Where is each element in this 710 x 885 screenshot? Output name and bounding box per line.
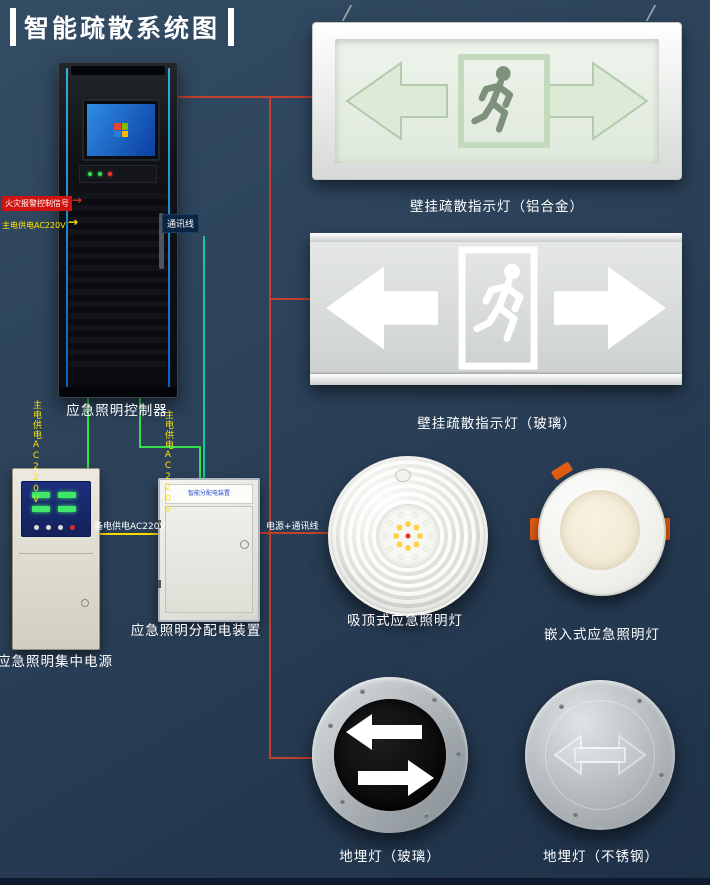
exit-glyphs-aluminum-icon <box>345 54 649 148</box>
ground-light-glass <box>312 677 468 833</box>
distribution-hinge <box>158 580 161 588</box>
screw-icon <box>328 723 333 728</box>
wire-green-to-psu <box>87 396 89 470</box>
double-arrow-icon <box>346 714 434 796</box>
sign-top-bar <box>310 233 682 242</box>
screw-icon <box>432 697 437 702</box>
windows-logo-icon <box>114 123 128 137</box>
cabinet-led-strip-left <box>66 68 68 392</box>
ground-light-steel <box>525 680 675 830</box>
psu-digit-bar <box>58 506 76 512</box>
wire-green-elbow-v <box>139 396 141 448</box>
wire-green-elbow-h <box>139 446 201 448</box>
status-led <box>88 172 92 176</box>
recessed-light <box>530 461 670 596</box>
psu-digit-bar <box>58 492 76 498</box>
psu-button <box>34 525 39 530</box>
screw-icon <box>456 751 461 756</box>
cabinet-control-panel <box>79 165 157 183</box>
screw-icon <box>340 799 345 804</box>
psu-button <box>46 525 51 530</box>
ceiling-light-sensor <box>395 469 411 482</box>
controller-cabinet <box>58 62 178 398</box>
exit-sign-glass-label: 壁挂疏散指示灯（玻璃） <box>417 416 577 432</box>
distribution-hinge <box>158 520 161 528</box>
arrow-right-icon: → <box>68 215 79 229</box>
status-led <box>98 172 102 176</box>
distribution-plate: 智能分配电装置 <box>165 484 253 504</box>
screw-icon <box>360 689 365 694</box>
wire-backup-power <box>98 533 160 535</box>
psu-display-panel <box>21 481 91 537</box>
cabinet-base <box>59 387 177 397</box>
led-array-icon <box>383 512 433 560</box>
central-power-box <box>12 468 100 650</box>
cabinet-door-handle <box>159 213 164 269</box>
exit-sign-aluminum-panel <box>335 39 659 163</box>
psu-button <box>58 525 63 530</box>
psu-door-groove <box>19 553 93 554</box>
hanging-hook-icon <box>635 5 657 21</box>
ground-light-steel-label: 地埋灯（不锈钢） <box>543 849 659 865</box>
wire-red-vertical-bus <box>269 96 271 759</box>
wire-red-to-ceiling-light <box>256 532 332 534</box>
backup-power-label: 备电供电AC220V <box>94 522 166 532</box>
central-power-label: 应急照明集中电源 <box>0 654 113 670</box>
psu-digit-bar <box>32 492 50 498</box>
comm-line-label: 通讯线 <box>162 214 200 233</box>
cabinet-monitor <box>82 99 160 161</box>
psu-lock <box>81 599 89 607</box>
psu-digit-bar <box>32 506 50 512</box>
ground-light-glass-lens <box>334 699 446 811</box>
monitor-screen <box>87 104 155 156</box>
exit-sign-aluminum-label: 壁挂疏散指示灯（铝合金） <box>410 199 584 215</box>
distribution-box: 智能分配电装置 <box>158 478 260 622</box>
ceiling-light-led-core <box>376 504 440 568</box>
main-power-label-left: 主电供电AC220V <box>2 221 66 230</box>
exit-sign-aluminum <box>312 22 682 180</box>
recessed-light-label: 嵌入式应急照明灯 <box>544 627 660 643</box>
distribution-lock <box>240 540 249 549</box>
screw-icon <box>424 813 429 818</box>
distribution-door <box>165 506 253 613</box>
cabinet-vents <box>69 193 167 369</box>
recessed-light-ring <box>538 468 666 596</box>
psu-button <box>70 525 75 530</box>
screw-icon <box>637 698 642 703</box>
ceiling-light <box>328 456 488 616</box>
sign-bottom-bar <box>310 374 682 385</box>
recessed-light-diffuser <box>560 490 640 570</box>
cabinet-top-vent <box>71 66 165 75</box>
ground-light-glass-label: 地埋灯（玻璃） <box>339 849 441 865</box>
power-comm-label: 电源+通讯线 <box>266 522 319 532</box>
wire-red-to-ground-light <box>269 757 318 759</box>
ceiling-light-label: 吸顶式应急照明灯 <box>347 613 463 629</box>
fire-alarm-signal-label: 火灾报警控制信号 <box>2 196 72 211</box>
wire-comm-vertical <box>203 236 205 480</box>
exit-sign-glass <box>310 233 682 385</box>
wire-red-top-horizontal <box>174 96 314 98</box>
screw-icon <box>659 772 664 777</box>
arrow-right-icon: → <box>72 193 83 207</box>
page-title: 智能疏散系统图 <box>10 8 235 46</box>
status-led <box>108 172 112 176</box>
bottom-border <box>0 878 710 885</box>
main-power-label-vertical-left: 主电供电AC220V <box>31 400 41 506</box>
embossed-arrow-icon <box>553 734 647 776</box>
controller-label: 应急照明控制器 <box>66 403 168 419</box>
main-power-label-vertical-mid: 主电供电AC220V <box>163 410 173 516</box>
wire-red-to-glass-sign <box>269 298 314 300</box>
wire-green-to-dist <box>199 446 201 480</box>
screw-icon <box>559 704 564 709</box>
hanging-hook-icon <box>331 5 353 21</box>
exit-glyphs-glass-icon <box>326 246 666 370</box>
screw-icon <box>573 812 578 817</box>
distribution-label: 应急照明分配电装置 <box>130 623 262 639</box>
